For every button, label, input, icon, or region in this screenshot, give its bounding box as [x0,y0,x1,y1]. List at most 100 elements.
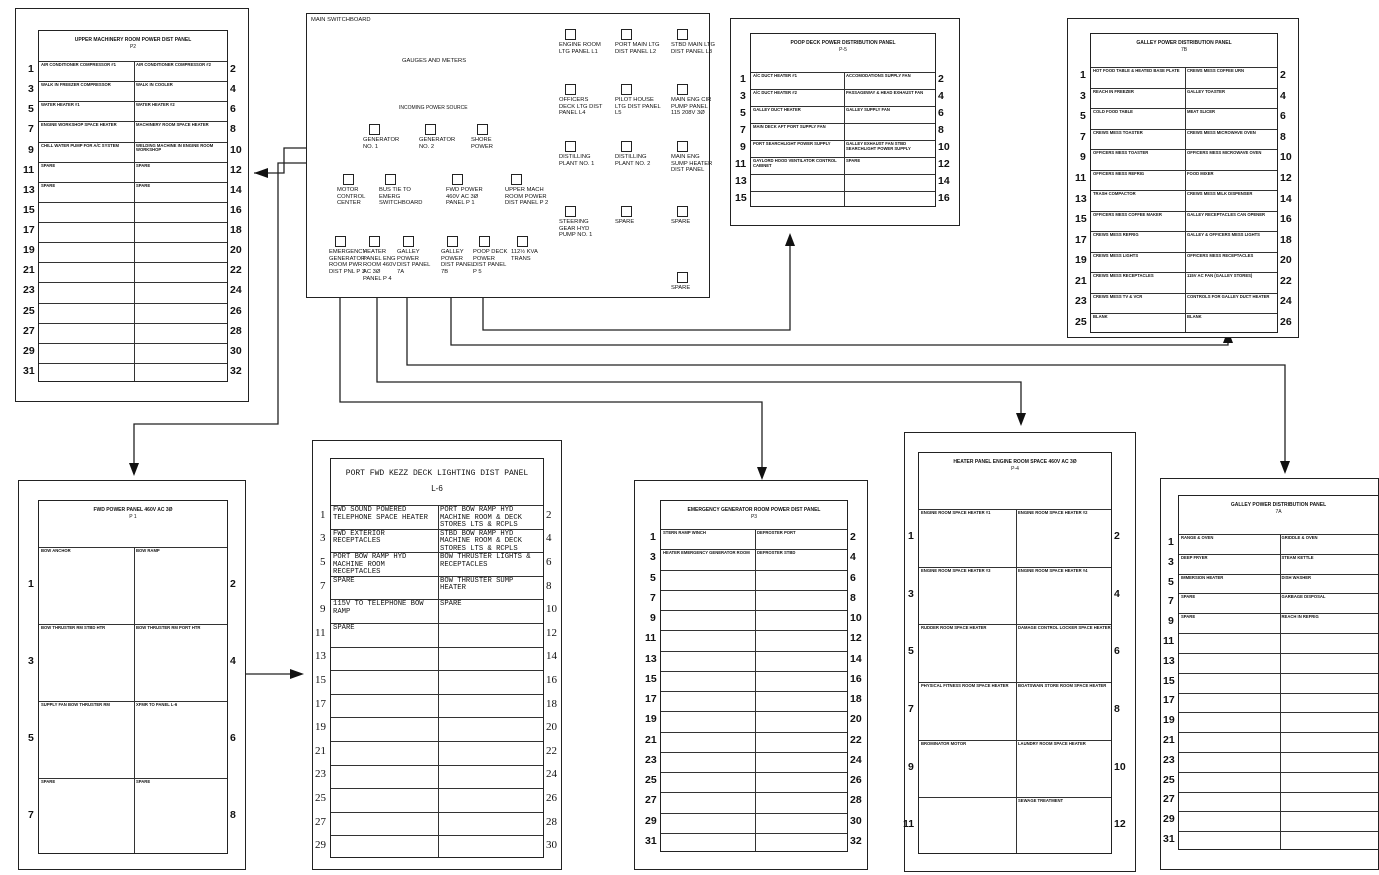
circuit-odd-load [1179,733,1280,735]
circuit-odd-load [1179,674,1280,676]
circuit-even-load [844,124,935,126]
circuit-odd-load: STERN RAMP WINCH [663,530,706,535]
circuit-even-load [755,571,847,573]
circuit-row [331,670,543,695]
circuit-odd-load: BOW THRUSTER RM STBD HTR [41,625,106,630]
circuit-even-load [1280,733,1379,735]
circuit-even-load: FOOD MIXER [1187,170,1214,176]
right-6-box [677,84,688,95]
circuit-number-odd: 13 [645,652,657,665]
circuit-even-load [755,712,847,714]
circuit-even-load: OFFICERS MESS MICROWAVE OVEN [1187,150,1262,156]
circuit-number-even: 14 [850,652,862,665]
mid-3-label: FWD POWER 460V AC 3Ø PANEL P 1 [446,187,483,207]
circuit-even-load [844,192,935,194]
panel-id: P 1 [129,514,137,520]
circuit-number-even: 30 [546,839,557,852]
circuit-number-odd: 3 [1168,555,1174,568]
circuit-row [661,832,847,851]
circuit-number-even: 12 [546,626,557,639]
circuit-number-even: 4 [938,89,944,102]
circuit-odd-load: GALLEY DUCT HEATER [753,107,801,112]
circuit-number-odd: 19 [315,721,326,734]
circuit-even-load [1280,674,1379,676]
circuit-number-odd: 11 [735,157,747,170]
circuit-row [1179,751,1378,773]
circuit-number-odd: 5 [1168,575,1174,588]
circuit-number-even: 12 [230,163,242,176]
circuit-number-even: 8 [1280,130,1286,143]
circuit-odd-load [1179,773,1280,775]
circuit-number-odd: 5 [28,731,34,744]
circuit-odd-load: HEATER EMERGENCY GENERATOR ROOM [663,550,750,556]
circuit-even-load: ENGINE ROOM SPACE HEATER #4 [1018,567,1088,573]
circuit-row [39,322,227,344]
circuit-odd-load [331,789,438,791]
circuit-number-odd: 5 [650,571,656,584]
column-divider [438,505,439,857]
circuit-number-odd: 17 [315,697,326,710]
circuit-number-even: 16 [546,674,557,686]
right-10-label: STEERING GEAR HYD PUMP NO. 1 [559,219,593,239]
panel-id: L-6 [431,483,443,493]
circuit-even-load [755,652,847,654]
circuit-number-odd: 3 [908,587,914,600]
circuit-even-load [755,793,847,795]
circuit-odd-load: CREWS MESS LIGHTS [1093,252,1139,258]
circuit-odd-load [331,718,438,720]
incoming-power-label: INCOMING POWER SOURCE [399,105,468,111]
circuit-even-load [1280,793,1379,795]
circuit-number-even: 8 [546,579,552,592]
circuit-odd-load [39,283,134,285]
circuit-even-load [438,648,543,650]
circuit-odd-load [751,192,844,194]
circuit-odd-load: SPARE [41,162,56,168]
circuit-row [331,788,543,813]
bottom-2-label: HEATER PANEL ENG ROOM 460V AC 3Ø PANEL P… [363,249,397,282]
circuit-even-load [755,753,847,755]
circuit-row [1179,811,1378,832]
circuit-odd-load: SPARE [333,624,355,632]
circuit-odd-load: CREWS MESS REFRIG [1093,232,1139,238]
circuit-row [751,174,935,192]
circuit-odd-load [751,175,844,177]
circuit-number-even: 8 [938,123,944,136]
circuit-row [39,362,227,381]
circuit-number-even: 8 [1114,702,1120,715]
circuit-number-even: 18 [546,697,557,710]
circuit-number-odd: 5 [908,645,914,658]
circuit-odd-load: ENGINE WORKSHOP SPACE HEATER [41,122,117,128]
circuit-odd-load: A/C DUCT HEATER #1 [753,73,797,78]
circuit-even-load: GALLEY EXHAUST FAN STBD SEARCHLIGHT POWE… [846,141,911,151]
circuit-even-load [1280,832,1379,834]
circuit-number-odd: 17 [645,693,657,706]
circuit-odd-load: OFFICERS MESS REFRIG [1093,170,1145,176]
circuit-number-even: 18 [230,224,242,237]
circuit-number-odd: 7 [740,123,746,136]
circuit-odd-load [39,344,134,346]
circuit-number-even: 12 [1280,171,1292,184]
circuit-number-odd: 19 [1163,714,1175,727]
circuit-row [1179,652,1378,674]
right-4-box [565,84,576,95]
panel-title: HEATER PANEL ENGINE ROOM SPACE 460V AC 3… [953,459,1077,465]
circuit-number-even: 28 [850,794,862,807]
right-11-box [621,206,632,217]
circuit-number-odd: 13 [735,174,747,187]
circuit-even-load: AIR CONDITIONER COMPRESSOR #2 [136,62,211,67]
panel-title: GALLEY POWER DISTRIBUTION PANEL [1136,40,1232,46]
circuit-number-even: 26 [546,792,557,804]
circuit-number-even: 10 [938,140,950,153]
circuit-odd-load [39,324,134,326]
column-divider [1185,67,1186,332]
circuit-number-even: 24 [546,768,557,781]
